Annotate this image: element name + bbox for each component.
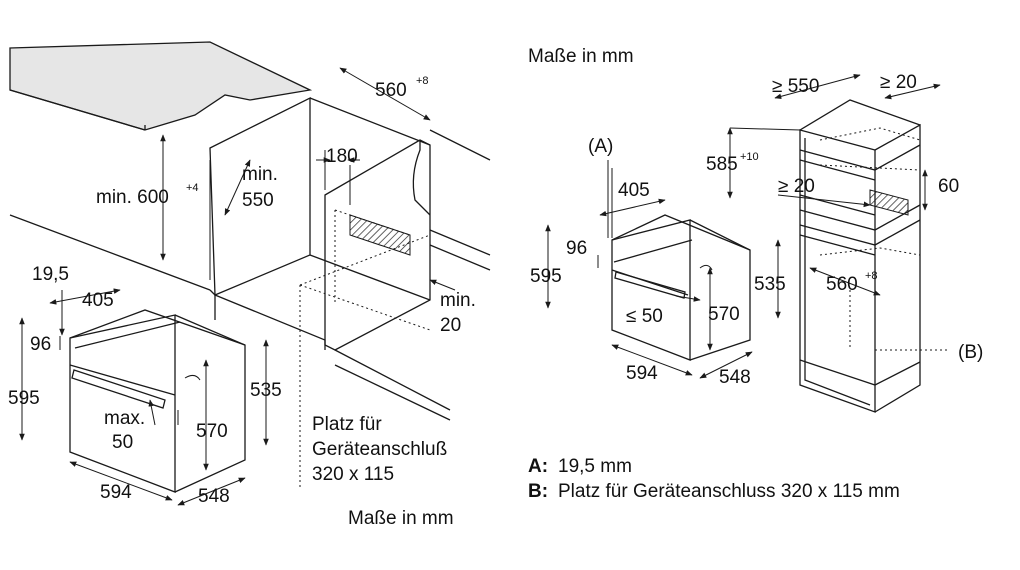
platz-line-3: 320 x 115 [312, 464, 394, 485]
dim-max-50-label: max. [104, 408, 145, 429]
dim-180: 180 [326, 146, 358, 167]
dim-595: 595 [8, 388, 40, 409]
legend: A: 19,5 mm B: Platz für Geräteanschluss … [528, 456, 900, 502]
platz-line-1: Platz für [312, 414, 382, 435]
dim-min-550-value: 550 [242, 190, 274, 211]
right-dim-405: 405 [618, 180, 650, 201]
dim-548: 548 [198, 486, 230, 507]
right-dim-96: 96 [566, 238, 587, 259]
dim-min-600: min. 600 [96, 187, 169, 208]
right-dim-535: 535 [754, 274, 786, 295]
right-dim-560: 560 [826, 274, 858, 295]
dim-min-550-label: min. [242, 164, 278, 185]
right-dim-ge-20-top: ≥ 20 [880, 72, 917, 93]
right-dim-595: 595 [530, 266, 562, 287]
right-dim-548: 548 [719, 367, 751, 388]
right-dim-60: 60 [938, 176, 959, 197]
dim-max-50-value: 50 [112, 432, 133, 453]
left-oven-front [69, 314, 176, 493]
legend-b-text: Platz für Geräteanschluss 320 x 115 mm [558, 481, 900, 502]
countertop [9, 41, 313, 131]
dim-405: 405 [82, 290, 114, 311]
left-oven-handle [71, 369, 166, 409]
legend-a-text: 19,5 mm [558, 456, 632, 477]
right-dim-585-tolerance: +10 [740, 151, 759, 163]
right-unit-note: Maße in mm [528, 46, 634, 67]
left-unit-note: Maße in mm [348, 508, 454, 529]
right-dim-ge-20-mid: ≥ 20 [778, 176, 815, 197]
dim-96: 96 [30, 334, 51, 355]
dim-560-tolerance: +8 [416, 75, 429, 87]
right-oven-handle [614, 271, 686, 299]
right-dim-ge-550: ≥ 550 [772, 76, 819, 97]
dim-570: 570 [196, 421, 228, 442]
tall-cabinet [799, 129, 876, 413]
right-dim-570: 570 [708, 304, 740, 325]
cabinet-connection-hatch [869, 189, 909, 216]
dim-19-5: 19,5 [32, 264, 69, 285]
right-dim-585: 585 [706, 154, 738, 175]
label-a: (A) [588, 136, 613, 157]
dim-560: 560 [375, 80, 407, 101]
label-b: (B) [958, 342, 983, 363]
right-dim-560-tolerance: +8 [865, 270, 878, 282]
dim-594: 594 [100, 482, 132, 503]
platz-line-2: Geräteanschluß [312, 439, 447, 460]
right-dim-le-50: ≤ 50 [626, 306, 663, 327]
legend-a-key: A: [528, 456, 548, 477]
dim-535: 535 [250, 380, 282, 401]
left-drawing: 560 +8 min. 600 +4 min. 550 180 min. 20 … [8, 41, 491, 529]
dim-min-20-label: min. [440, 290, 476, 311]
right-dim-594: 594 [626, 363, 658, 384]
connection-box-hatch [349, 214, 411, 256]
legend-b-key: B: [528, 481, 548, 502]
right-drawing: Maße in mm [528, 46, 983, 413]
dim-min-600-tolerance: +4 [186, 182, 199, 194]
dim-min-20-value: 20 [440, 315, 461, 336]
